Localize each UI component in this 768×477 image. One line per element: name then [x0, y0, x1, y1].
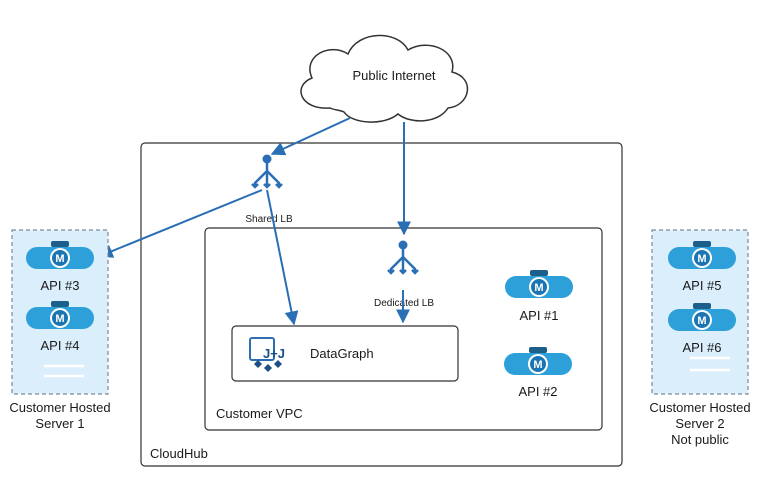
- arrow-shared-lb-to-datagraph: [266, 189, 299, 326]
- mule-icon: [505, 270, 573, 298]
- dedicated-lb: Dedicated LB: [374, 239, 434, 309]
- shared-lb-label: Shared LB: [245, 214, 293, 225]
- datagraph-box: J+J DataGraph: [231, 325, 459, 382]
- arrow-shared-lb-to-server1: [98, 189, 263, 258]
- api-5-label: API #5: [682, 278, 721, 293]
- load-balancer-icon: [386, 239, 420, 275]
- shared-lb: Shared LB: [245, 153, 293, 225]
- api-2-label: API #2: [518, 384, 557, 399]
- datagraph-logo-icon: J+J: [249, 337, 285, 372]
- api-4-label: API #4: [40, 338, 79, 353]
- api-3-label: API #3: [40, 278, 79, 293]
- server-2-label-line1: Customer Hosted: [649, 400, 750, 415]
- load-balancer-icon: [250, 153, 284, 189]
- datagraph-logo-text: J+J: [263, 346, 285, 361]
- customer-hosted-server-1: API #3 API #4 Customer Hosted Server 1: [9, 229, 111, 431]
- connection-arrows: [98, 117, 411, 326]
- api-2: API #2: [504, 347, 572, 399]
- cloud-icon: [300, 34, 469, 123]
- api-6-label: API #6: [682, 340, 721, 355]
- server-1-label-line2: Server 1: [35, 416, 84, 431]
- public-internet-cloud: Public Internet: [300, 34, 469, 123]
- server-1-decor-lines: [44, 364, 84, 378]
- dedicated-lb-label: Dedicated LB: [374, 298, 434, 309]
- arrow-cloud-to-shared-lb: [270, 117, 351, 156]
- cloudhub-label: CloudHub: [150, 446, 208, 461]
- api-1: API #1: [505, 270, 573, 323]
- datagraph-label: DataGraph: [310, 346, 374, 361]
- mule-icon: [504, 347, 572, 375]
- customer-hosted-server-2: API #5 API #6 Customer Hosted Server 2 N…: [649, 229, 751, 447]
- server-2-label-line2: Server 2: [675, 416, 724, 431]
- server-2-label-line3: Not public: [671, 432, 729, 447]
- cloud-label: Public Internet: [352, 68, 435, 83]
- vpc-label: Customer VPC: [216, 406, 303, 421]
- server-2-decor-lines: [690, 356, 730, 372]
- api-1-label: API #1: [519, 308, 558, 323]
- server-1-label-line1: Customer Hosted: [9, 400, 110, 415]
- cloudhub-box: CloudHub: [140, 142, 623, 467]
